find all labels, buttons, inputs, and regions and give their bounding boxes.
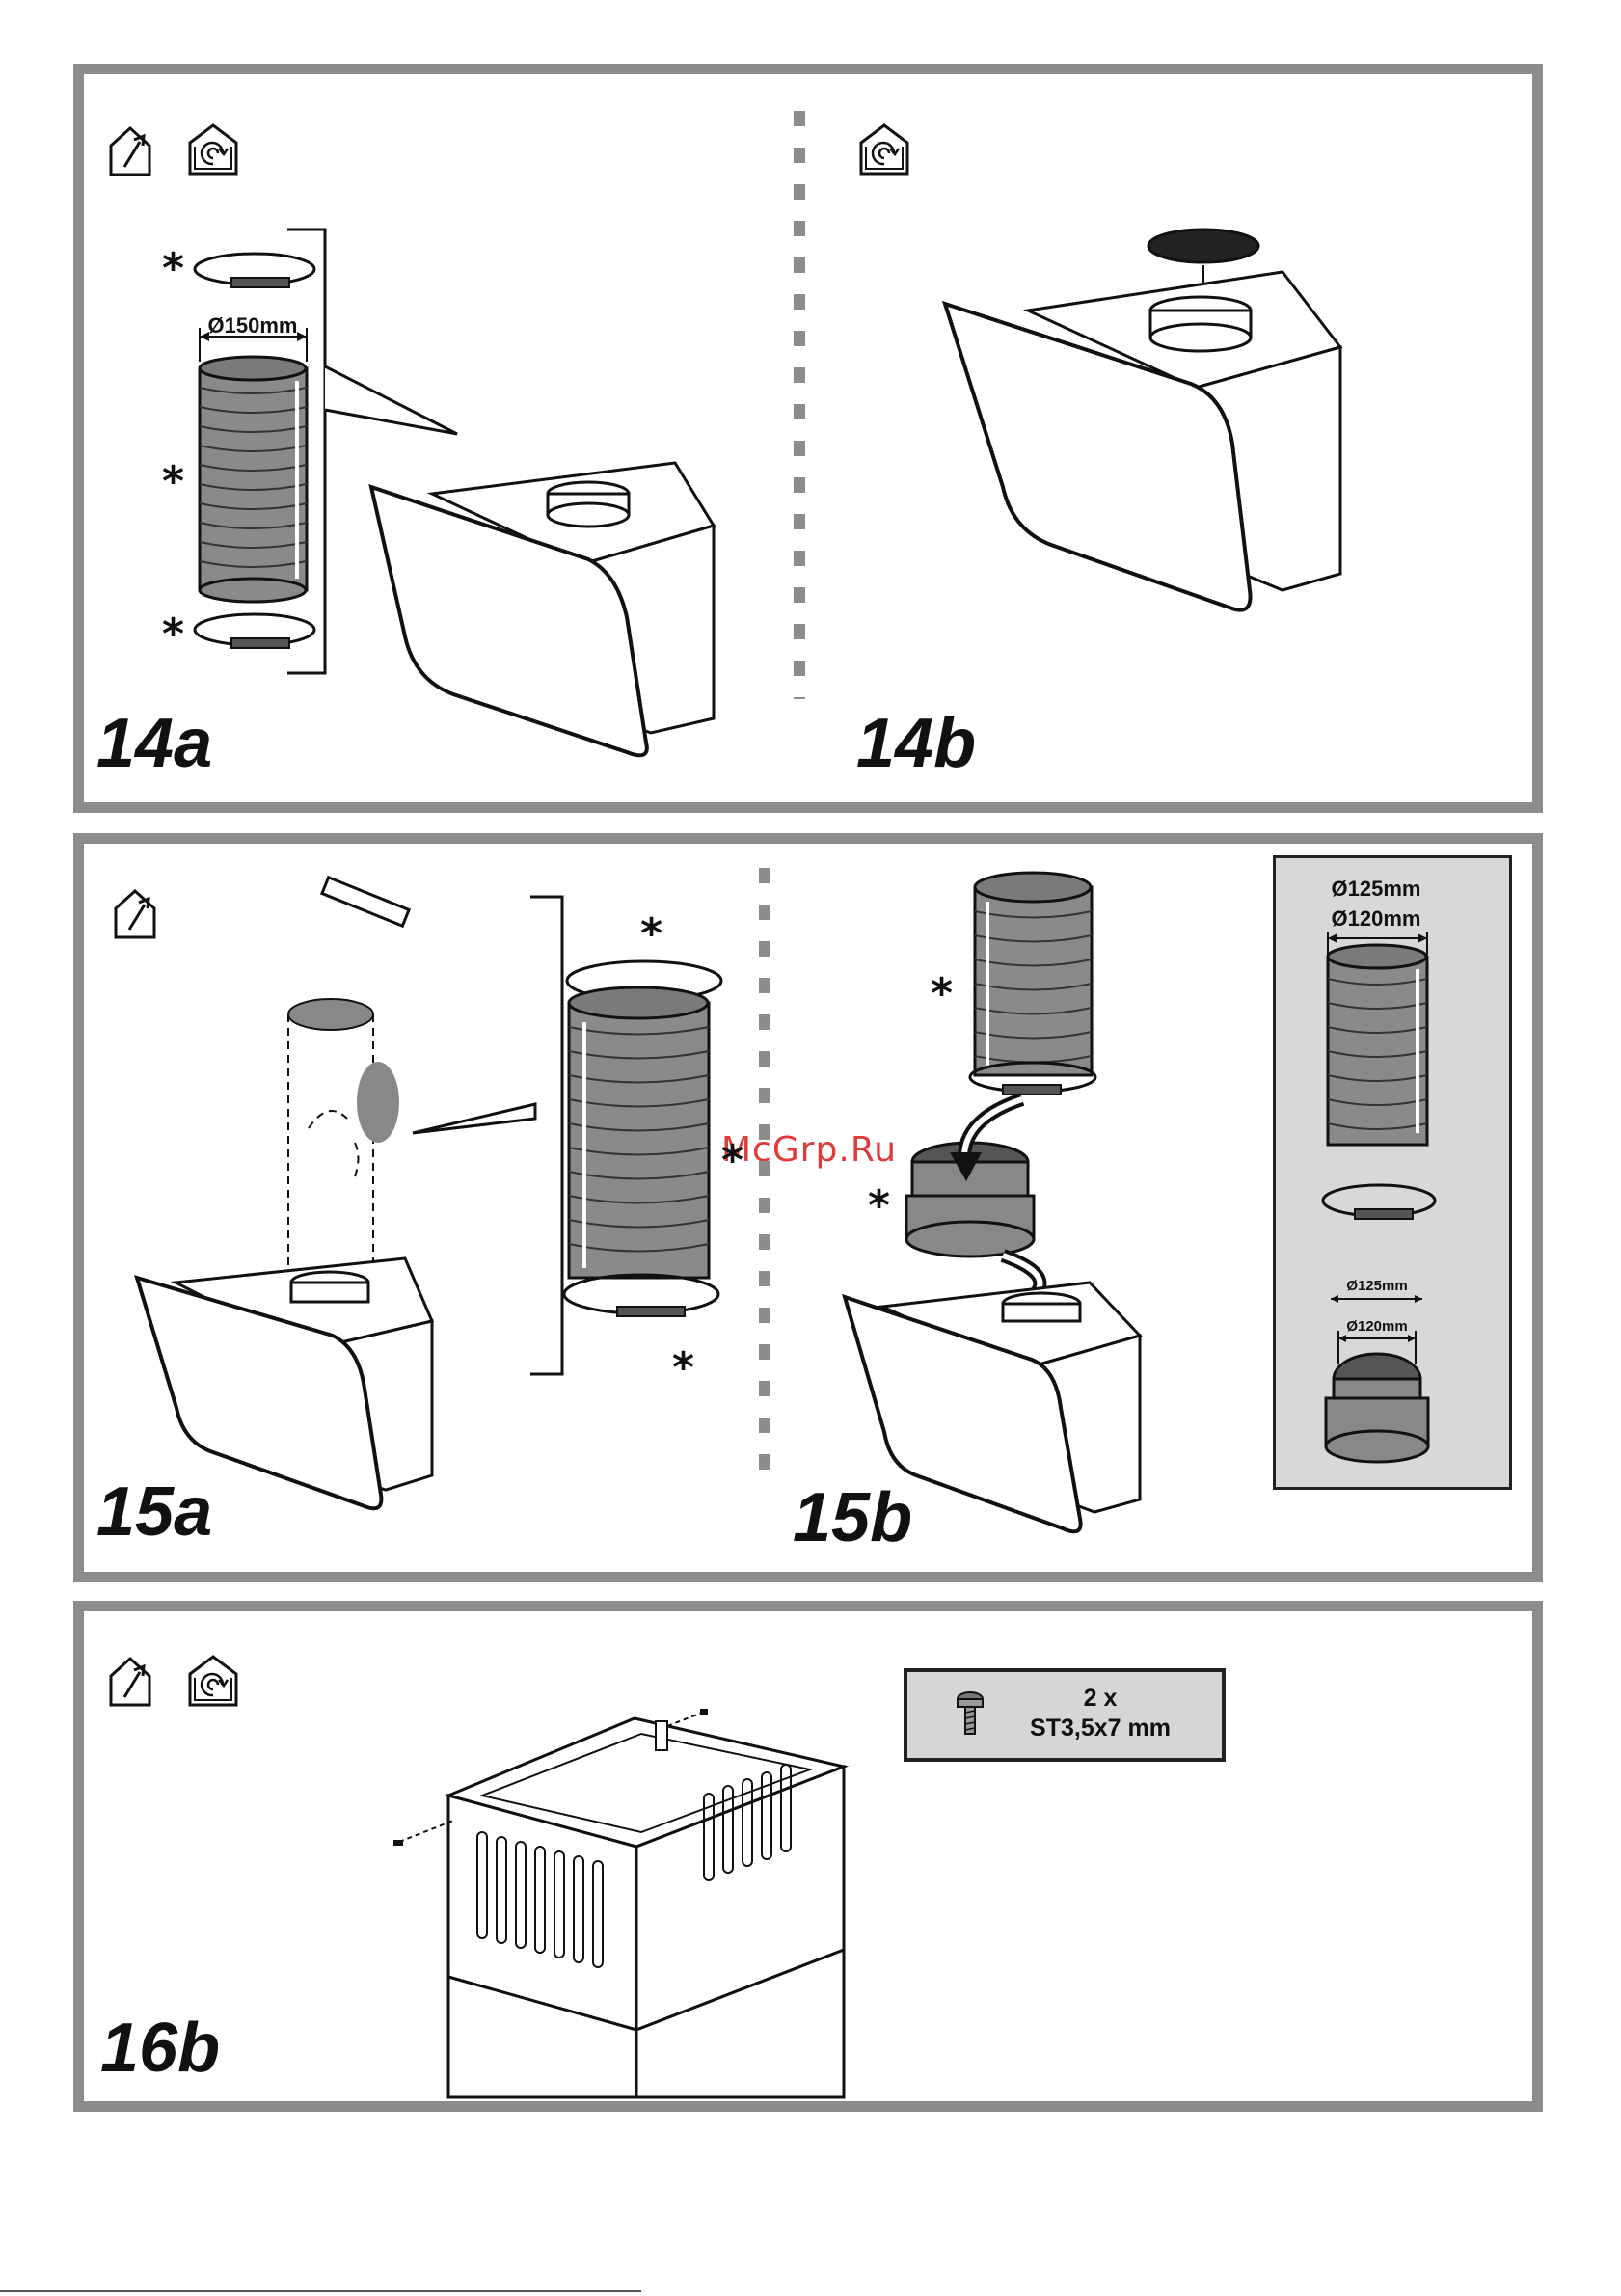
optional-mark: * [162, 609, 184, 659]
screw-icon [958, 1692, 983, 1734]
adapter-diameter-125: Ø125mm [1346, 1278, 1407, 1294]
mounting-bracket [322, 878, 409, 926]
optional-mark: * [672, 1343, 694, 1392]
optional-mark: * [162, 457, 184, 506]
optional-mark: * [640, 909, 662, 959]
adapter-diameter-120: Ø120mm [1346, 1318, 1407, 1335]
ducted-extraction-icon [116, 891, 154, 937]
cooker-hood-15a [137, 1258, 432, 1508]
duct-installation-15b: * * * [721, 873, 1095, 1292]
cooker-hood-14b [945, 230, 1340, 610]
recirculation-icon [190, 1657, 236, 1705]
optional-mark: * [868, 1181, 890, 1230]
recirculation-icon [190, 125, 236, 174]
ducted-extraction-icon [111, 1659, 149, 1705]
optional-mark: * [162, 244, 184, 293]
cooker-hood-14a [371, 463, 714, 755]
recirculation-icon [861, 125, 907, 174]
cooker-hood-15b [845, 1283, 1140, 1531]
page-bottom-rule [0, 2290, 641, 2292]
diameter-label-150: Ø150mm [208, 313, 298, 338]
optional-mark: * [931, 969, 953, 1018]
adapter-inset-contents: Ø125mm Ø120mm Ø125mm Ø120mm [1323, 877, 1435, 1462]
carbon-filter [1148, 230, 1258, 262]
inset-diameter-120: Ø120mm [1332, 906, 1421, 931]
chimney-cover-16b [393, 1709, 844, 2097]
optional-mark: * [721, 1136, 743, 1185]
ducted-extraction-icon [111, 128, 149, 175]
inset-diameter-125: Ø125mm [1332, 877, 1421, 901]
